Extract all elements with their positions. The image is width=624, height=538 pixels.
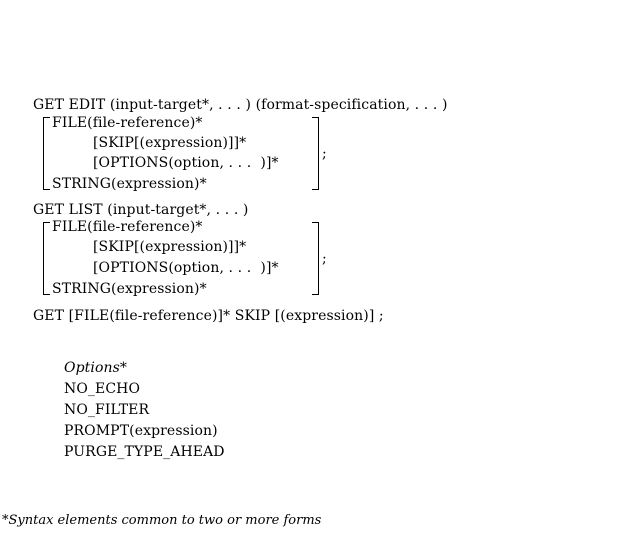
footnote: *Syntax elements common to two or more f… [2,513,322,528]
get-list-skip-option: [SKIP[(expression)]]* [93,239,247,255]
get-list-terminator: ; [322,251,327,267]
get-edit-terminator: ; [322,146,327,162]
get-edit-options-option: [OPTIONS(option, . . . )]* [93,155,279,171]
options-heading: Options* [64,360,127,376]
get-edit-file-option: FILE(file-reference)* [52,115,203,131]
get-skip-form: GET [FILE(file-reference)]* SKIP [(expre… [33,308,384,324]
option-no-echo: NO_ECHO [64,381,141,397]
left-bracket-list [43,222,50,295]
get-list-string-option: STRING(expression)* [52,281,207,297]
option-purge-type-ahead: PURGE_TYPE_AHEAD [64,444,225,460]
option-no-filter: NO_FILTER [64,402,150,418]
left-bracket-edit [43,117,50,190]
right-bracket-list [312,222,319,295]
right-bracket-edit [312,117,319,190]
get-edit-skip-option: [SKIP[(expression)]]* [93,135,247,151]
get-list-file-option: FILE(file-reference)* [52,219,203,235]
get-edit-string-option: STRING(expression)* [52,176,207,192]
get-list-options-option: [OPTIONS(option, . . . )]* [93,260,279,276]
get-edit-header: GET EDIT (input-target*, . . . ) (format… [33,97,448,113]
option-prompt: PROMPT(expression) [64,423,218,439]
get-list-header: GET LIST (input-target*, . . . ) [33,202,249,218]
